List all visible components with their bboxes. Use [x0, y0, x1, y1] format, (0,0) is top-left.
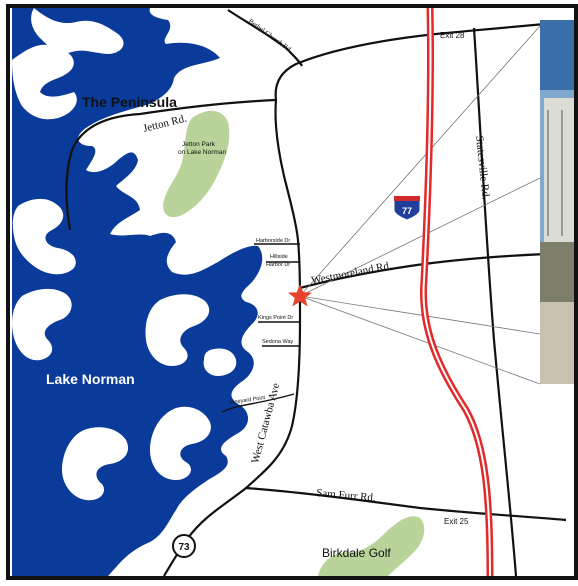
hillside-harbor-drive-label-line2: Harbor Dr: [266, 262, 290, 268]
jetton-park-label-line1: Jetton Park: [182, 141, 216, 148]
sedona-way-label: Sedona Way: [262, 339, 294, 345]
birkdale-golf-label: Birkdale Golf: [322, 546, 391, 560]
map-frame: [6, 4, 578, 580]
photo-callout-lines: [299, 25, 541, 385]
highway-73-shield-number: 73: [178, 542, 190, 553]
interstate-77-road: [419, 7, 494, 577]
interstate-77-shield-number: 77: [402, 206, 412, 216]
exit-25-label: Exit 25: [444, 517, 469, 526]
interstate-77-shield: 77: [393, 195, 421, 221]
sam-furr-road-label: Sam Furr Rd.: [316, 487, 377, 504]
harborside-drive-label: Harborside Dr: [256, 238, 290, 244]
shoreline-land: [12, 8, 237, 501]
highway-73-shield: 73: [172, 534, 196, 558]
location-star-marker[interactable]: [288, 284, 312, 307]
peninsula-label: The Peninsula: [82, 94, 177, 110]
jetton-park-label-line2: on Lake Norman: [178, 149, 226, 156]
exit-28-label: Exit 28: [440, 31, 465, 40]
lake-norman-label: Lake Norman: [46, 371, 135, 387]
jetton-park-area: [163, 110, 230, 218]
house-photo-inset: [540, 20, 578, 384]
birkdale-golf-area: [318, 516, 425, 576]
vineyard-point-label: Vineyard Point: [229, 395, 266, 406]
kings-point-drive-label: Kings Point Dr: [258, 315, 293, 321]
hillside-harbor-drive-label-line1: Hillside: [270, 254, 288, 260]
